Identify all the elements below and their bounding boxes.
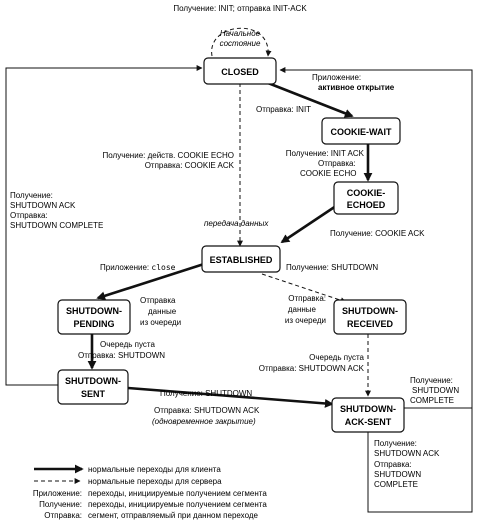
label-left-recv-4: SHUTDOWN COMPLETE bbox=[10, 221, 103, 230]
state-established: ESTABLISHED bbox=[201, 245, 281, 273]
state-closed: CLOSED bbox=[203, 57, 277, 85]
svg-text:COOKIE-: COOKIE- bbox=[347, 188, 386, 198]
label-recv-cookie-echo-1: Получение: действ. COOKIE ECHO bbox=[103, 151, 235, 160]
label-bottom-recv-2: SHUTDOWN ACK bbox=[374, 449, 440, 458]
svg-text:SHUTDOWN-: SHUTDOWN- bbox=[65, 376, 121, 386]
label-recv-init-ack-3: COOKIE ECHO bbox=[300, 169, 356, 178]
label-queue-empty-r1: Очередь пуста bbox=[309, 353, 364, 362]
label-app-close: Приложение: close bbox=[100, 263, 176, 272]
svg-text:ECHOED: ECHOED bbox=[347, 200, 386, 210]
label-bottom-recv-4: SHUTDOWN bbox=[374, 470, 421, 479]
label-recv-init-ack-2: Отправка: bbox=[318, 159, 356, 168]
state-shutdown-received: SHUTDOWN- RECEIVED bbox=[333, 299, 407, 335]
arrow-sent-closed bbox=[5, 65, 203, 386]
label-bottom-recv-5: COMPLETE bbox=[374, 480, 418, 489]
arrow-ack-sent-bottom bbox=[367, 408, 473, 513]
label-queue-empty-2: Отправка: SHUTDOWN bbox=[78, 351, 165, 360]
label-recv-cookie-ack: Получение: COOKIE ACK bbox=[330, 229, 425, 238]
label-ack-recv-complete-1: Получение: bbox=[410, 376, 453, 385]
state-cookie-echoed: COOKIE- ECHOED bbox=[333, 181, 399, 215]
label-left-recv-3: Отправка: bbox=[10, 211, 48, 220]
label-app-active-2: активное открытие bbox=[318, 83, 395, 92]
arrow-echoed-established bbox=[280, 204, 337, 244]
label-left-recv-2: SHUTDOWN ACK bbox=[10, 201, 76, 210]
legend-client: нормальные переходы для клиента bbox=[88, 465, 221, 474]
state-cookie-wait: COOKIE-WAIT bbox=[321, 117, 401, 145]
label-ack-recv-complete-3: COMPLETE bbox=[410, 396, 454, 405]
initial-loop-arrow bbox=[211, 27, 272, 57]
label-data-transfer: передача данных bbox=[204, 219, 269, 228]
label-sent-recv-shutdown: Получение: SHUTDOWN bbox=[160, 389, 252, 398]
label-bottom-recv-3: Отправка: bbox=[374, 460, 412, 469]
svg-text:CLOSED: CLOSED bbox=[221, 67, 259, 77]
legend-send-key: Отправка: bbox=[44, 511, 82, 520]
svg-text:SHUTDOWN-: SHUTDOWN- bbox=[66, 306, 122, 316]
legend-recv-desc: переходы, инициируемые получением сегмен… bbox=[88, 500, 267, 509]
svg-text:ESTABLISHED: ESTABLISHED bbox=[210, 255, 273, 265]
label-received-send-2: данные bbox=[288, 305, 317, 314]
label-queue-empty-r2: Отправка: SHUTDOWN ACK bbox=[259, 364, 365, 373]
label-app-active-1: Приложение: bbox=[312, 73, 361, 82]
svg-text:ACK-SENT: ACK-SENT bbox=[345, 417, 392, 427]
state-shutdown-pending: SHUTDOWN- PENDING bbox=[57, 299, 131, 335]
svg-text:PENDING: PENDING bbox=[73, 319, 114, 329]
arrow-established-received bbox=[261, 273, 347, 304]
initial-label-2: состояние bbox=[220, 39, 261, 48]
label-received-send-3: из очереди bbox=[285, 316, 326, 325]
label-simultaneous: (одновременное закрытие) bbox=[152, 417, 256, 426]
legend-recv-key: Получение: bbox=[39, 500, 82, 509]
label-recv-shutdown: Получение: SHUTDOWN bbox=[286, 263, 378, 272]
state-shutdown-ack-sent: SHUTDOWN- ACK-SENT bbox=[331, 397, 405, 433]
svg-text:SHUTDOWN-: SHUTDOWN- bbox=[342, 306, 398, 316]
arrow-sent-ack-sent bbox=[127, 386, 334, 408]
label-pending-send-3: из очереди bbox=[140, 318, 181, 327]
arrow-closed-cookie-wait bbox=[267, 81, 354, 118]
legend-send-desc: сегмент, отправляемый при данном переход… bbox=[88, 511, 259, 520]
legend-app-desc: переходы, инициируемые получением сегмен… bbox=[88, 489, 267, 498]
label-recv-cookie-echo-2: Отправка: COOKIE ACK bbox=[145, 161, 235, 170]
label-sent-send-ack: Отправка: SHUTDOWN ACK bbox=[154, 406, 260, 415]
legend: нормальные переходы для клиента нормальн… bbox=[33, 464, 267, 520]
svg-text:SHUTDOWN-: SHUTDOWN- bbox=[340, 404, 396, 414]
arrow-ack-sent-closed bbox=[279, 67, 473, 409]
label-send-init: Отправка: INIT bbox=[256, 105, 311, 114]
label-bottom-recv-1: Получение: bbox=[374, 439, 417, 448]
state-shutdown-sent: SHUTDOWN- SENT bbox=[57, 369, 129, 405]
label-pending-send-2: данные bbox=[148, 307, 177, 316]
label-queue-empty-1: Очередь пуста bbox=[100, 340, 155, 349]
label-received-send-1: Отправка: bbox=[288, 294, 326, 303]
label-recv-init-ack-1: Получение: INIT ACK bbox=[286, 149, 365, 158]
label-left-recv-1: Получение: bbox=[10, 191, 53, 200]
initial-label-1: Начальное bbox=[220, 29, 261, 38]
label-ack-recv-complete-2: SHUTDOWN bbox=[412, 386, 459, 395]
label-pending-send-1: Отправка bbox=[140, 296, 176, 305]
svg-text:COOKIE-WAIT: COOKIE-WAIT bbox=[331, 127, 392, 137]
svg-text:RECEIVED: RECEIVED bbox=[347, 319, 394, 329]
diagram-title: Получение: INIT; отправка INIT-ACK bbox=[173, 4, 307, 13]
arrow-established-pending bbox=[96, 262, 205, 301]
legend-server: нормальные переходы для сервера bbox=[88, 477, 222, 486]
svg-text:SENT: SENT bbox=[81, 389, 106, 399]
legend-app-key: Приложение: bbox=[33, 489, 82, 498]
